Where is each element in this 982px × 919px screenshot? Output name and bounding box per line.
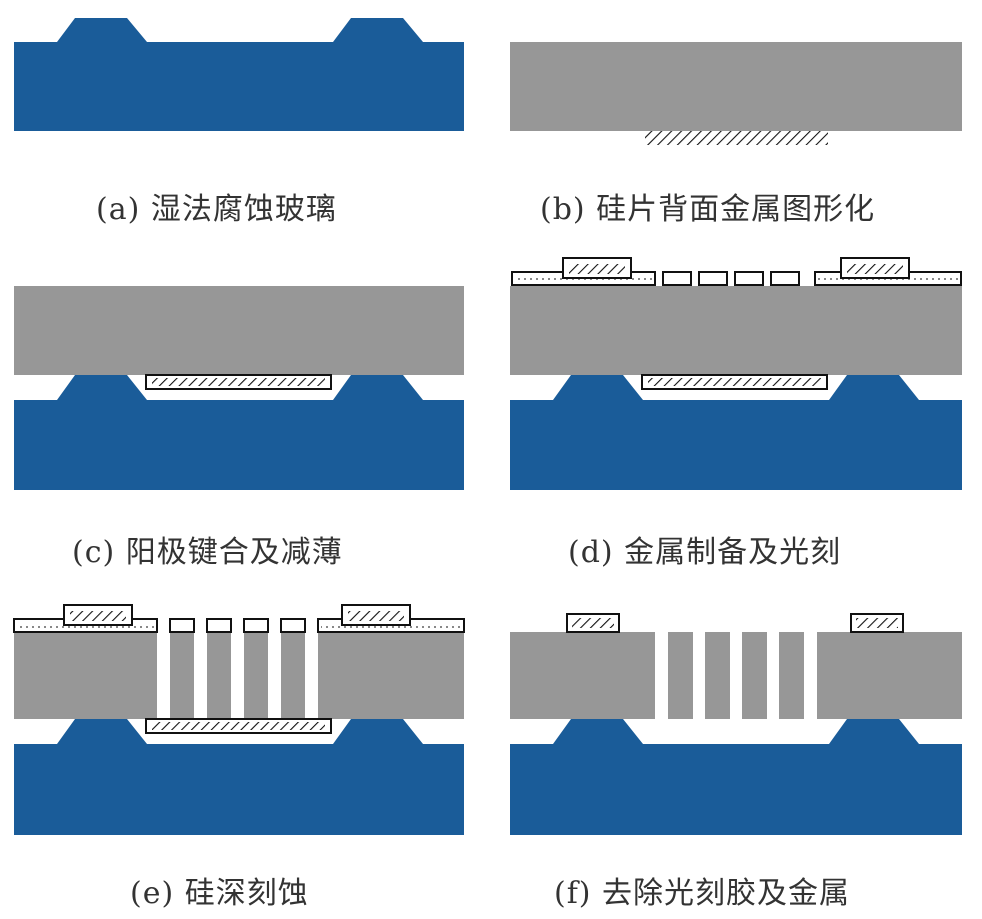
silicon-block-left xyxy=(510,632,655,719)
silicon-block-right xyxy=(318,632,464,719)
silicon-wafer xyxy=(14,286,464,375)
caption-e: (e) 硅深刻蚀 xyxy=(130,876,309,911)
silicon-beam xyxy=(668,632,693,719)
bonded-metal-hatch xyxy=(152,378,325,386)
caption-d: (d) 金属制备及光刻 xyxy=(568,535,842,570)
silicon-wafer xyxy=(510,286,962,375)
photoresist-segment xyxy=(770,271,800,286)
silicon-beam xyxy=(779,632,804,719)
metal-pad-right-hatch xyxy=(847,264,903,274)
glass-substrate xyxy=(14,18,464,131)
silicon-beam xyxy=(207,632,231,719)
panel-e xyxy=(13,604,465,835)
caption-f: (f) 去除光刻胶及金属 xyxy=(554,876,851,911)
bonded-metal-hatch xyxy=(648,378,821,386)
glass-substrate xyxy=(510,719,962,835)
photoresist-segment xyxy=(169,618,195,633)
metal-pad-right-hatch xyxy=(348,611,404,621)
photoresist-segment xyxy=(698,271,728,286)
backside-metal-pattern xyxy=(645,131,828,145)
bonded-metal-hatch xyxy=(152,722,325,730)
photoresist-segment xyxy=(662,271,692,286)
panel-b xyxy=(510,42,962,145)
photoresist-segment xyxy=(280,618,306,633)
metal-pad-left-hatch xyxy=(70,611,126,621)
glass-substrate xyxy=(510,375,962,490)
photoresist-segment xyxy=(206,618,232,633)
silicon-wafer xyxy=(510,42,962,131)
photoresist-segment xyxy=(734,271,764,286)
silicon-block-left xyxy=(14,632,157,719)
panel-c xyxy=(14,286,464,490)
panel-a xyxy=(14,18,464,131)
silicon-beam xyxy=(742,632,767,719)
silicon-beam xyxy=(705,632,730,719)
glass-substrate xyxy=(14,375,464,490)
silicon-beam xyxy=(244,632,268,719)
metal-pad-right-hatch xyxy=(856,618,898,628)
silicon-block-right xyxy=(817,632,962,719)
photoresist-segment xyxy=(243,618,269,633)
caption-c: (c) 阳极键合及减薄 xyxy=(72,535,343,570)
metal-pad-left-hatch xyxy=(569,264,625,274)
silicon-beam xyxy=(281,632,305,719)
metal-pad-left-hatch xyxy=(572,618,614,628)
panel-d xyxy=(510,257,962,490)
panel-f xyxy=(510,613,962,835)
silicon-beam xyxy=(170,632,194,719)
caption-b: (b) 硅片背面金属图形化 xyxy=(540,192,876,227)
caption-a: (a) 湿法腐蚀玻璃 xyxy=(96,192,337,227)
glass-substrate xyxy=(14,719,464,835)
